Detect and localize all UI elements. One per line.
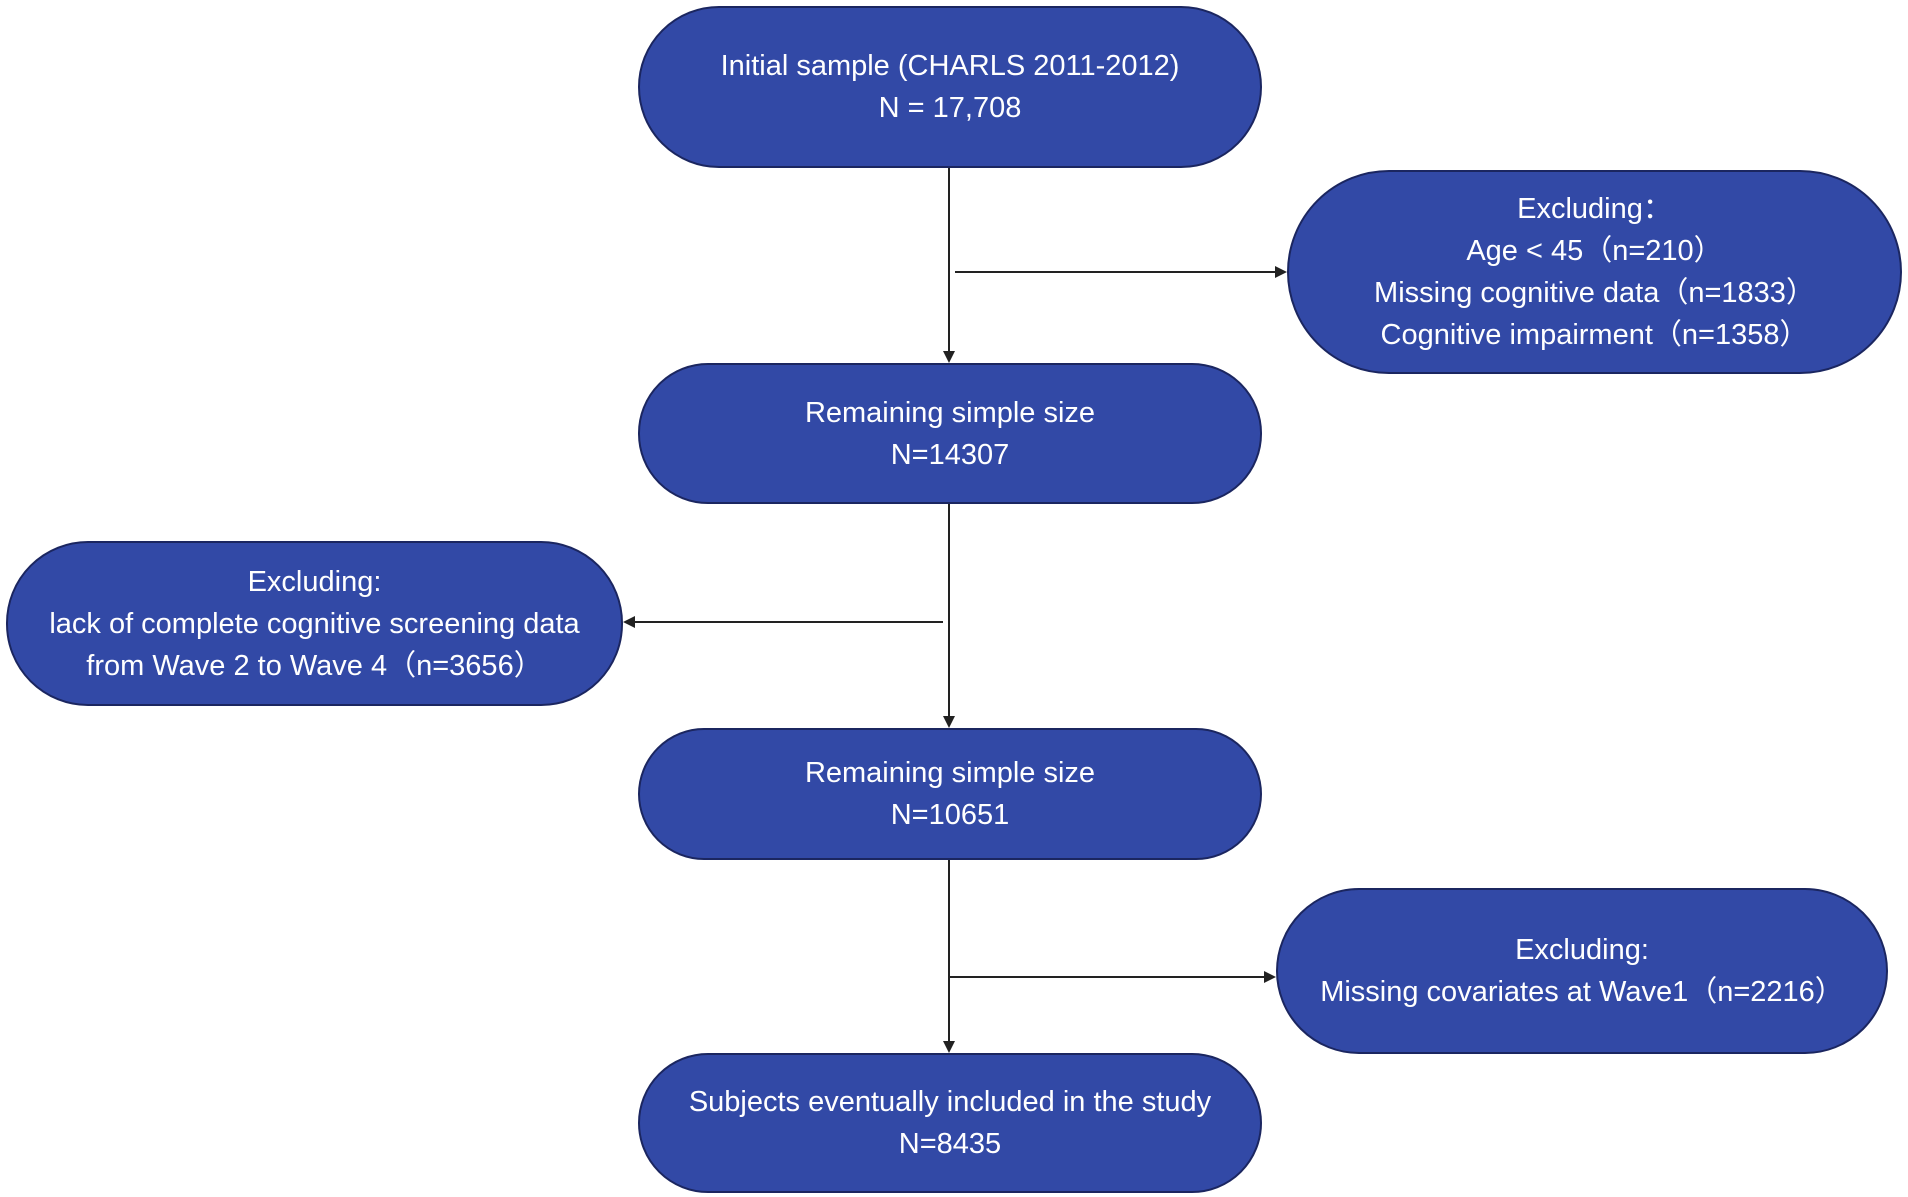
initial-sample-title: Initial sample (CHARLS 2011-2012) (720, 50, 1180, 82)
exclusion-box-1: Excluding： Age < 45（n=210） Missing cogni… (1287, 170, 1902, 374)
remaining-2-count: N=10651 (890, 799, 1010, 831)
exclusion-2-reason-line2: from Wave 2 to Wave 4（n=3656） (86, 649, 543, 682)
exclusion-1-age: Age < 45（n=210） (1466, 235, 1723, 267)
remaining-sample-box-1: Remaining simple size N=14307 (638, 363, 1262, 504)
remaining-1-count: N=14307 (890, 438, 1010, 471)
final-sample-box: Subjects eventually included in the stud… (638, 1053, 1262, 1193)
final-sample-title: Subjects eventually included in the stud… (688, 1086, 1212, 1118)
exclusion-2-heading: Excluding: (247, 565, 382, 598)
exclusion-1-cognitive-impairment: Cognitive impairment（n=1358） (1380, 319, 1809, 351)
remaining-2-title: Remaining simple size (804, 757, 1096, 789)
exclusion-1-missing-cognitive: Missing cognitive data（n=1833） (1374, 277, 1815, 309)
remaining-sample-box-2: Remaining simple size N=10651 (638, 728, 1262, 860)
exclusion-box-3: Excluding: Missing covariates at Wave1（n… (1276, 888, 1888, 1054)
exclusion-box-2: Excluding: lack of complete cognitive sc… (6, 541, 623, 706)
exclusion-3-heading: Excluding: (1515, 934, 1649, 966)
initial-sample-box: Initial sample (CHARLS 2011-2012) N = 17… (638, 6, 1262, 168)
exclusion-3-missing-covariates: Missing covariates at Wave1（n=2216） (1320, 976, 1844, 1008)
exclusion-2-reason-line1: lack of complete cognitive screening dat… (49, 607, 580, 640)
final-sample-count: N=8435 (898, 1128, 1002, 1160)
exclusion-1-heading: Excluding： (1517, 193, 1672, 225)
remaining-1-title: Remaining simple size (804, 396, 1096, 429)
initial-sample-count: N = 17,708 (878, 92, 1022, 124)
